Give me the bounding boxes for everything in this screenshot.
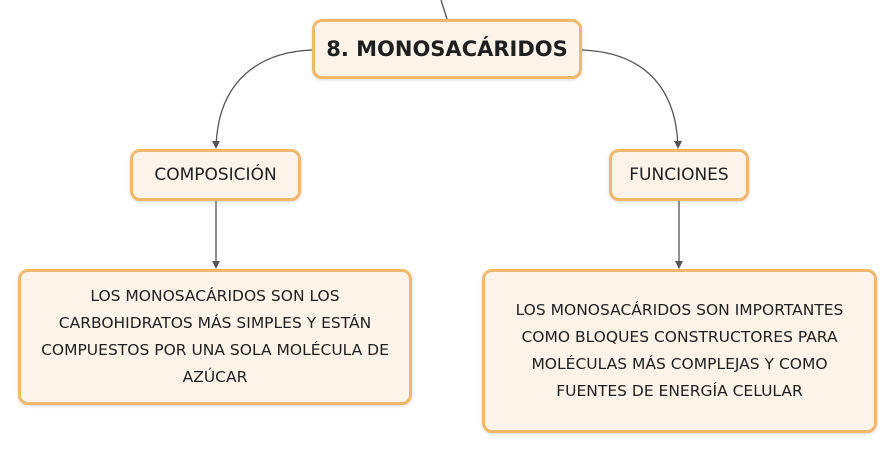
arrowhead-funciones-desc (675, 261, 683, 269)
description-funciones-text: LOS MONOSACÁRIDOS SON IMPORTANTES COMO B… (515, 301, 844, 400)
description-node-funciones[interactable]: LOS MONOSACÁRIDOS SON IMPORTANTES COMO B… (482, 269, 877, 433)
branch-node-funciones[interactable]: FUNCIONES (609, 149, 749, 201)
connector-root-composicion (215, 49, 313, 148)
connector-root-funciones (581, 49, 679, 148)
root-node[interactable]: 8. MONOSACÁRIDOS (312, 19, 582, 79)
arrowhead-composicion (212, 141, 220, 149)
arrowhead-funciones (674, 141, 682, 149)
root-node-label: 8. MONOSACÁRIDOS (326, 37, 568, 61)
description-composicion-text: LOS MONOSACÁRIDOS SON LOS CARBOHIDRATOS … (41, 287, 389, 386)
branch-node-funciones-label: FUNCIONES (629, 165, 729, 185)
branch-node-composicion-label: COMPOSICIÓN (154, 165, 277, 185)
description-node-composicion[interactable]: LOS MONOSACÁRIDOS SON LOS CARBOHIDRATOS … (18, 269, 412, 405)
arrowhead-composicion-desc (212, 261, 220, 269)
branch-node-composicion[interactable]: COMPOSICIÓN (130, 149, 301, 201)
connector-incoming (440, 0, 448, 20)
